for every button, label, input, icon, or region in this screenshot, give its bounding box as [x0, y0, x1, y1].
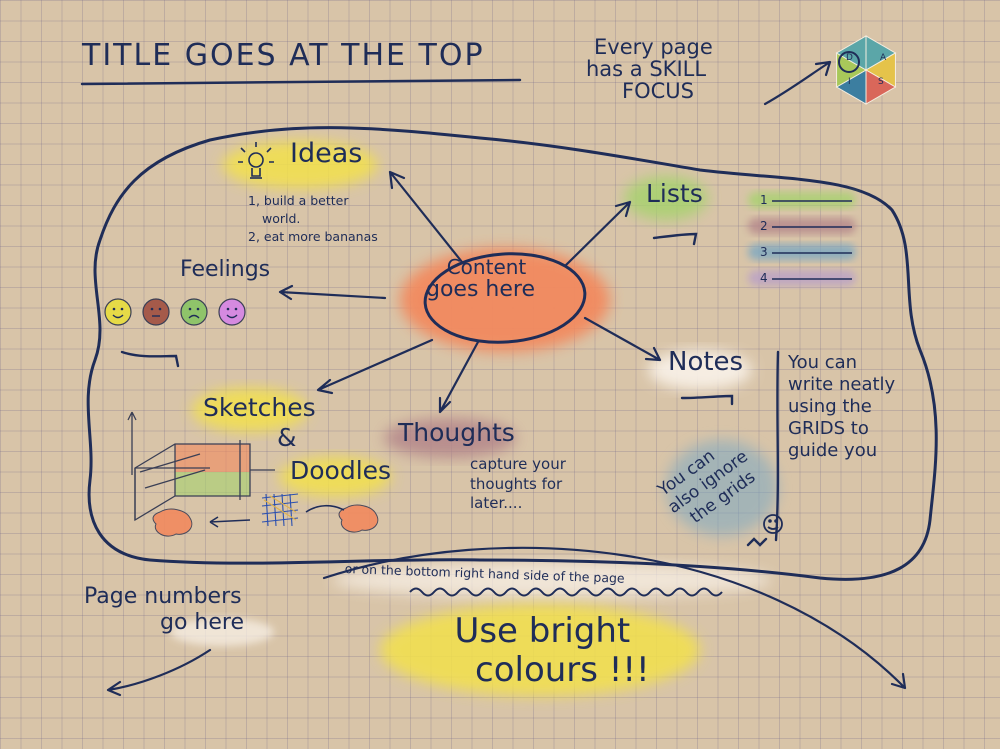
sketches-ampersand: & — [277, 423, 297, 452]
thoughts-note-line-1: capture your — [470, 455, 566, 473]
center-line-1: Content — [446, 255, 527, 279]
grid-tip-line-5: guide you — [788, 439, 878, 461]
center-line-2: goes here — [426, 277, 535, 302]
blob-doodle-right — [338, 504, 379, 533]
list-number-1: 1 — [760, 193, 768, 207]
grid-tip-line-1: You can — [788, 352, 858, 373]
page-title: TITLE GOES AT THE TOP — [82, 38, 485, 73]
notes-highlight — [648, 350, 752, 390]
blob-doodle-left — [152, 508, 193, 537]
grid-tip-line-4: GRIDS to — [788, 417, 869, 439]
doodles-highlight — [279, 457, 391, 497]
thoughts-note: capture your thoughts for later.... — [470, 455, 566, 514]
thoughts-highlight — [384, 418, 516, 458]
ideas-highlight — [222, 141, 378, 189]
ideas-item-1: 1, build a better — [248, 193, 349, 208]
doodle-arrow-left — [209, 516, 251, 528]
sketches-line-1: Sketches — [203, 393, 316, 422]
arrow-to-skill-logo — [763, 60, 832, 106]
feelings-faces — [104, 298, 246, 326]
bright-colours-note: Use bright colours !!! — [435, 611, 650, 691]
content-outline — [86, 126, 938, 581]
skill-focus-logo: D A S I — [835, 35, 897, 105]
arrow-to-feelings — [278, 284, 387, 301]
feelings-scribble — [120, 350, 180, 368]
grid-tip-line-3: using the — [788, 395, 872, 417]
ideas-item-1-cont: world. — [262, 211, 301, 227]
lists-highlight — [624, 176, 708, 220]
sketches-highlight — [192, 388, 308, 432]
smiley-icon — [763, 514, 783, 534]
list-number-4: 4 — [760, 271, 768, 285]
title-underline — [80, 78, 522, 86]
notes-scribble — [680, 394, 734, 406]
thoughts-note-line-2: thoughts for — [470, 474, 563, 493]
skill-focus-note: Every page has a SKILL FOCUS — [586, 35, 713, 104]
feeling-face-icon — [180, 298, 208, 326]
notes-divider — [774, 350, 780, 542]
skill-note-line-3: FOCUS — [622, 79, 694, 104]
feeling-face-icon — [104, 298, 132, 326]
center-topic: Content goes here — [426, 255, 535, 302]
sketches-heading: Sketches & — [203, 393, 316, 453]
bright-line-1: Use bright — [454, 611, 631, 651]
ideas-heading: Ideas — [290, 138, 363, 169]
grid-tip: You can write neatly using the GRIDS to … — [788, 352, 895, 462]
skill-note-line-2: has a SKILL — [586, 57, 707, 82]
wavy-underline — [409, 587, 723, 597]
ignore-highlight — [666, 440, 778, 536]
lightbulb-icon — [238, 142, 274, 179]
grid-tip-line-2: write neatly — [788, 373, 896, 395]
doodle-arrow-right — [305, 504, 345, 513]
arrow-to-sketches — [316, 338, 434, 395]
arrow-to-thoughts — [438, 340, 480, 414]
logo-letter: S — [878, 77, 884, 87]
list-bars — [748, 192, 856, 286]
skill-note-line-1: Every page — [594, 35, 713, 59]
logo-letter: I — [848, 77, 851, 87]
smiley-tail — [746, 537, 768, 547]
arrow-to-notes — [583, 316, 662, 362]
pagenum-highlight — [170, 618, 274, 646]
arrow-to-ideas — [388, 170, 464, 264]
arrow-bottom-right — [322, 546, 907, 690]
feeling-face-icon — [142, 298, 170, 326]
ideas-list: 1, build a better world. 2, eat more ban… — [248, 192, 378, 246]
thoughts-note-line-3: later.... — [470, 494, 523, 512]
feelings-heading: Feelings — [180, 257, 271, 282]
feeling-face-icon — [218, 298, 246, 326]
arrow-to-lists — [564, 200, 632, 267]
notes-heading: Notes — [668, 347, 744, 377]
pagenum-line-1: Page numbers — [84, 584, 242, 609]
list-number-3: 3 — [760, 245, 768, 259]
logo-letter: A — [880, 53, 887, 63]
center-highlight — [400, 248, 610, 352]
arrow-to-page-numbers — [106, 648, 212, 697]
bright-highlight — [380, 604, 700, 696]
page-numbers-note: Page numbers go here — [84, 584, 244, 637]
thoughts-heading: Thoughts — [398, 418, 515, 447]
sketch-box-doodle — [127, 411, 275, 522]
logo-focus-ring — [838, 51, 860, 73]
center-ring — [423, 252, 587, 344]
lists-heading: Lists — [646, 179, 703, 208]
doodles-heading: Doodles — [290, 456, 392, 485]
ideas-item-2: 2, eat more bananas — [248, 229, 378, 245]
logo-letter: D — [846, 53, 853, 63]
grid-doodle — [261, 493, 299, 527]
bright-line-2: colours !!! — [475, 650, 650, 691]
lists-scribble — [652, 232, 698, 246]
pagenum-line-2: go here — [160, 610, 244, 636]
list-number-2: 2 — [760, 219, 768, 233]
